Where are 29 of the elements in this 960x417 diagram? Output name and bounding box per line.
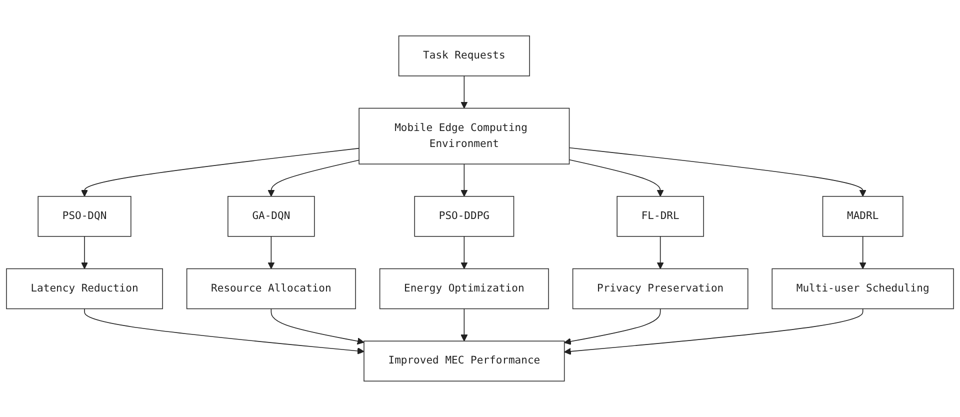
arrow: [656, 236, 664, 270]
node-box: PSO-DDPG: [414, 196, 514, 237]
arrow: [80, 236, 88, 270]
node-box: Energy Optimization: [379, 268, 549, 310]
arrow: [564, 308, 661, 345]
node-box: Task Requests: [398, 35, 530, 76]
arrow: [460, 308, 468, 342]
node-box: Privacy Preservation: [572, 268, 748, 310]
arrow: [460, 236, 468, 270]
node-box: MADRL: [822, 196, 904, 237]
node-box: Multi-user Scheduling: [772, 268, 954, 310]
arrow: [460, 76, 468, 109]
arrow: [460, 164, 468, 197]
node-box: Improved MEC Performance: [364, 340, 565, 382]
arrow: [859, 236, 866, 270]
arrow: [84, 308, 364, 354]
node-box: Mobile Edge Computing Environment: [358, 108, 570, 164]
node-box: FL-DRL: [616, 196, 704, 237]
node-box: GA-DQN: [228, 196, 315, 237]
arrow: [268, 236, 275, 270]
arrow: [564, 308, 864, 355]
arrow: [568, 147, 866, 197]
node-box: PSO-DQN: [38, 196, 132, 237]
arrow: [268, 160, 360, 197]
arrow: [80, 148, 360, 197]
node-box: Resource Allocation: [186, 268, 356, 310]
node-box: Latency Reduction: [6, 268, 163, 310]
arrow: [568, 159, 664, 197]
arrow: [270, 308, 364, 345]
